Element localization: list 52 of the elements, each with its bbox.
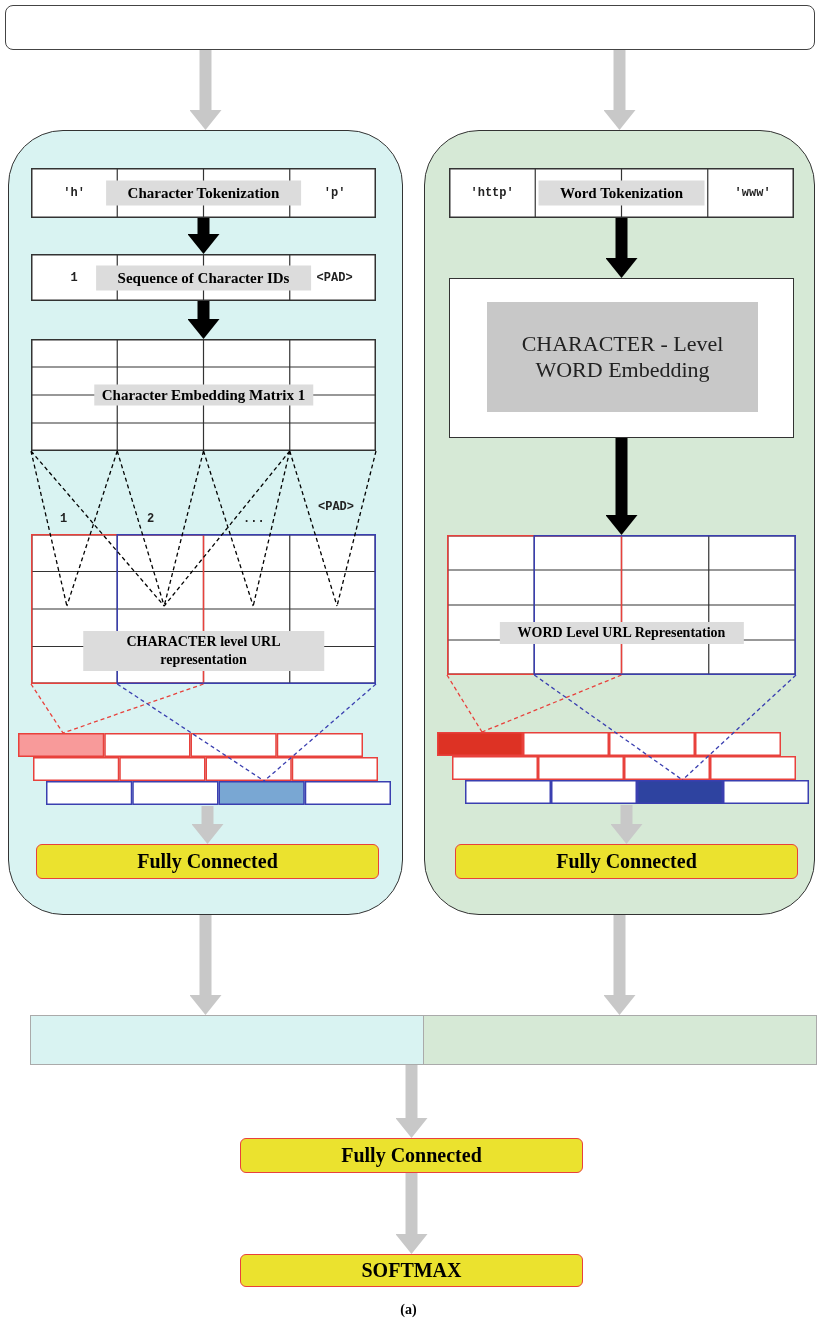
figure-caption: (a) [399, 1302, 418, 1318]
token-text: 'h' [63, 186, 85, 200]
dashed-connector [533, 674, 797, 781]
arrow [189, 915, 222, 1015]
token-text: 'http' [470, 186, 514, 200]
layer-box: SOFTMAX [240, 1254, 583, 1287]
arrow [603, 915, 636, 1015]
branch-panel [8, 130, 403, 915]
arrow [610, 805, 643, 844]
layer-box: Fully Connected [36, 844, 379, 879]
embedding-matrix [31, 339, 376, 451]
embedding-box [449, 278, 794, 438]
token-table [31, 168, 376, 218]
dashed-connector [30, 683, 205, 734]
column-number: ... [243, 512, 265, 526]
arrow [395, 1065, 428, 1138]
arrow [187, 218, 220, 254]
representation-grid [447, 535, 796, 675]
table-label: Word Tokenization [538, 180, 705, 206]
dashed-connector [446, 674, 623, 733]
branch-panel [424, 130, 815, 915]
matrix-label: Character Embedding Matrix 1 [93, 384, 314, 406]
concatenated-vector-bar [30, 1015, 817, 1065]
arrow [191, 806, 224, 844]
layer-box: Fully Connected [240, 1138, 583, 1173]
token-table [449, 168, 794, 218]
arrow [605, 218, 638, 278]
arrow [395, 1173, 428, 1254]
arrow [605, 438, 638, 535]
token-text: <PAD> [316, 270, 353, 285]
column-number: 1 [60, 512, 68, 526]
arrow [189, 50, 222, 130]
input-box [5, 5, 815, 50]
layer-box: Fully Connected [455, 844, 798, 879]
token-table [31, 254, 376, 301]
arrow [603, 50, 636, 130]
arrow [187, 301, 220, 339]
table-label: Sequence of Character IDs [95, 265, 312, 290]
token-text: 'p' [323, 186, 346, 200]
token-text: 1 [70, 270, 78, 285]
table-label: Character Tokenization [105, 180, 302, 206]
token-text: 'www' [734, 186, 771, 200]
column-number: <PAD> [318, 500, 354, 514]
representation-grid [31, 534, 376, 684]
grid-label: CHARACTER level URL representation [82, 631, 325, 671]
column-number: 2 [147, 512, 155, 526]
grid-label: WORD Level URL Representation [499, 622, 744, 644]
embedding-label: CHARACTER - Level WORD Embedding [487, 302, 758, 412]
feature-map-drawing [18, 733, 391, 806]
dashed-connector [116, 683, 377, 782]
dashed-connector [30, 450, 377, 607]
feature-map-drawing [437, 732, 809, 805]
